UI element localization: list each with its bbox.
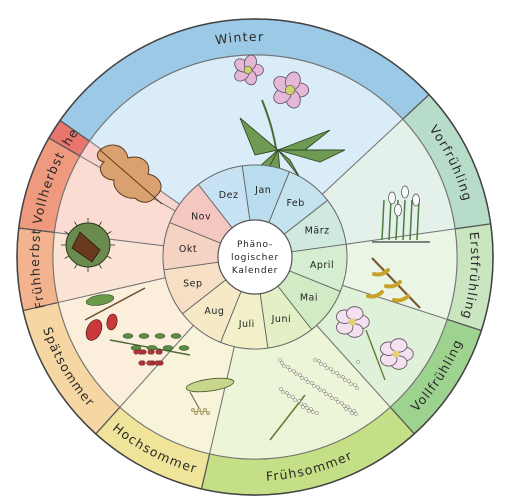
rowan-berry-icon	[109, 333, 191, 366]
month-label: Feb	[286, 198, 304, 209]
season-label: Frühherbst	[27, 227, 48, 310]
month-label: Juni	[271, 314, 291, 325]
month-label: Juli	[238, 319, 255, 330]
season-label: Winter	[214, 29, 264, 47]
season-label: Spätherbst	[0, 0, 81, 148]
elder-flower-icon	[269, 358, 360, 441]
month-ring	[162, 164, 348, 350]
month-label: März	[305, 226, 330, 237]
linden-icon	[185, 377, 235, 416]
month-label: Sep	[183, 278, 202, 289]
month-label: Mai	[300, 293, 318, 304]
center-title-line2: logischer	[231, 253, 279, 263]
rosehip-icon	[84, 287, 146, 341]
center-title-line1: Phäno-	[237, 240, 273, 250]
month-label: Jan	[254, 185, 271, 196]
chestnut-icon	[61, 218, 115, 272]
month-label: Aug	[204, 306, 224, 317]
hazel-catkin-icon	[366, 257, 421, 309]
snowdrop-icon	[372, 185, 430, 243]
apple-blossom-icon	[336, 306, 414, 381]
center-circle	[217, 219, 293, 295]
outer-border	[16, 18, 494, 496]
month-label: Nov	[191, 211, 211, 222]
month-label: Dez	[219, 190, 239, 201]
oak-leaf-icon	[96, 144, 163, 205]
center-title-line3: Kalender	[232, 266, 278, 276]
month-label: April	[310, 260, 334, 271]
month-label: Okt	[179, 244, 197, 255]
center-disc: Phäno- logischer Kalender	[217, 219, 293, 295]
illustrations	[61, 54, 430, 441]
